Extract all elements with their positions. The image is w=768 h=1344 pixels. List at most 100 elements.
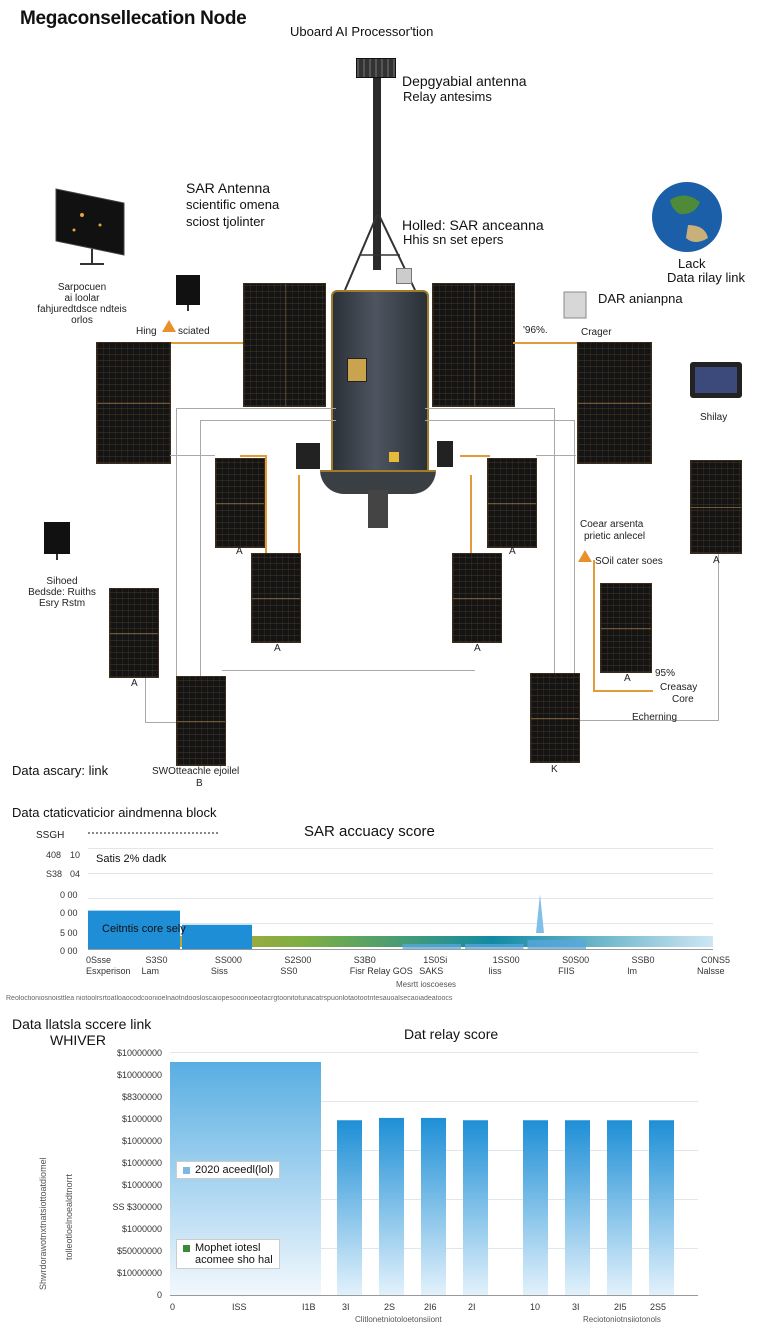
bottom-center-label: B [196,778,203,789]
chart1-xtick: S2S00 [284,955,312,965]
chart2-title: Dat relay score [404,1026,499,1042]
orange-link [460,455,490,457]
chart2-xcaption-left: Clitlonetniotoloetonsiiont [355,1315,442,1324]
connector-line [145,675,146,723]
chart2-ytick: $1000000 [121,1114,162,1124]
solar-panel-small [109,588,159,678]
chart2-ylabel: Shwrdorawotnxtnatsiottoatdiomel [38,1157,48,1290]
chart1-xtick-sub: Fisr Relay GOS [349,966,413,976]
chart1-bars [88,894,586,949]
panel-mark: A [474,643,481,654]
chart1-ytick: S38 [46,869,63,879]
chart2-bar [565,1120,590,1295]
sciated-label: sciated [178,326,210,337]
connector-line [574,420,575,720]
sar-antenna-sublabel: scientific omena [186,197,280,212]
legend-swatch-green [183,1244,190,1252]
connector-line [200,420,336,421]
server-icon [563,291,587,319]
chart1-legend-top: Satis 2% dadk [96,853,167,865]
chart2-xcaption-right: Reciotoniotnsiiotonols [583,1315,661,1324]
chart1-xtick-sub: Nalsse [697,966,725,976]
solar-panel-small [452,553,502,643]
chart2-bar [379,1117,404,1295]
chart1-xtick-sub: liss [488,966,502,976]
satellite-body [331,290,429,479]
crager-label: Crager [581,327,612,338]
chart1-xtick-sub: SS0 [280,966,298,976]
link-label-line1: Lack [678,256,706,271]
panel-mark: A [274,643,281,654]
chart2-xtick: 3I [572,1302,580,1312]
chart2-legend-1: 2020 aceedl(lol) [176,1161,281,1179]
chart1-xtick: 1S0Si [423,955,448,965]
bottom-center-label: SWOtteachle ejoilel [152,766,240,777]
connector-line [176,408,336,409]
echerning-label: Echerning [632,712,678,723]
holed-sar-sublabel: Hhis sn set epers [403,232,504,247]
chart2-legend-2-label2: acomee sho hal [195,1254,273,1267]
chart1-xtick: S3B0 [353,955,376,965]
chart1-legend-bottom: Ceitntis core sely [102,923,186,935]
chart1-ytick: 0 00 [60,908,78,918]
monitor-icon [176,275,200,311]
connector-line [425,420,575,421]
chart2-xtick: 2I6 [424,1302,437,1312]
processor-label: Uboard AI Processor'tion [290,24,434,39]
sensor-box [396,268,412,284]
chart2-heading-sub: WHIVER [50,1032,106,1048]
chart1-ytick: 0 00 [60,946,78,956]
chart2-ytick: 0 [156,1290,162,1300]
panel-mark: A [624,673,631,684]
chart1-ytick: 5 00 [60,928,78,938]
connector-line [536,455,576,456]
chart1-xtick: 0Ssse [86,955,112,965]
chart1-ytick: 0 00 [60,890,78,900]
chart2-xtick: 2I5 [614,1302,627,1312]
antenna-mast [373,70,381,270]
orange-link [265,455,267,555]
chart2-xtick: 2S [384,1302,396,1312]
chart2-ytick: $10000000 [116,1048,162,1058]
chart2-bar [421,1117,446,1295]
footnote-text: Reoloctioniosnoisttlea niotoolrsrtoatloa… [6,995,453,1002]
warning-triangle-icon [162,320,176,332]
satellite-nozzle [368,490,388,528]
tablet-icon [690,362,742,398]
chart1-bar [402,943,461,949]
solar-panel-small [215,458,265,548]
chart2-bar [607,1120,632,1295]
chart2-bar [649,1120,674,1295]
warning-triangle-icon [578,550,592,562]
monitor-icon [44,522,70,560]
side-module-left [296,443,320,469]
chart2-heading: Data llatsla sccere link [12,1016,152,1032]
data-link-label: Data ascary: link [12,763,109,778]
connector-line [578,720,718,721]
chart2-xtick: I1B [302,1302,316,1312]
chart1-subtitle: SSGH [36,830,65,841]
chart2-xtick: 3I [342,1302,350,1312]
connector-line [718,553,719,721]
sar-antenna-sublabel: sciost tjolinter [186,214,265,229]
chart1-xtick-sub: Esxperison [86,966,131,976]
chart2-xtick: 2S5 [650,1302,667,1312]
chart2-bar [523,1120,548,1295]
chart1-xtick: S3S0 [145,955,168,965]
chart2-xtick: 0 [170,1302,176,1312]
left-box-label: orlos [71,315,93,326]
solar-panel-small [251,553,301,643]
top-antenna-array [356,58,396,78]
chart2-ytick: $8300000 [121,1092,162,1102]
chart1-subtitle-line [88,832,218,834]
dar-antenna-label: DAR anianpna [598,291,683,306]
panel-mark: A [509,546,516,557]
connector-line [170,455,215,456]
body-display [347,358,367,382]
chart1-xtick: C0NS5 [701,955,731,965]
chart1-ytick: 04 [70,869,81,879]
solar-panel-outer-right [577,342,652,464]
connector-line [176,408,177,678]
chart1-xtick-sub: Lam [141,966,159,976]
chart2-legend-2-label: Mophet iotesl [195,1242,261,1254]
